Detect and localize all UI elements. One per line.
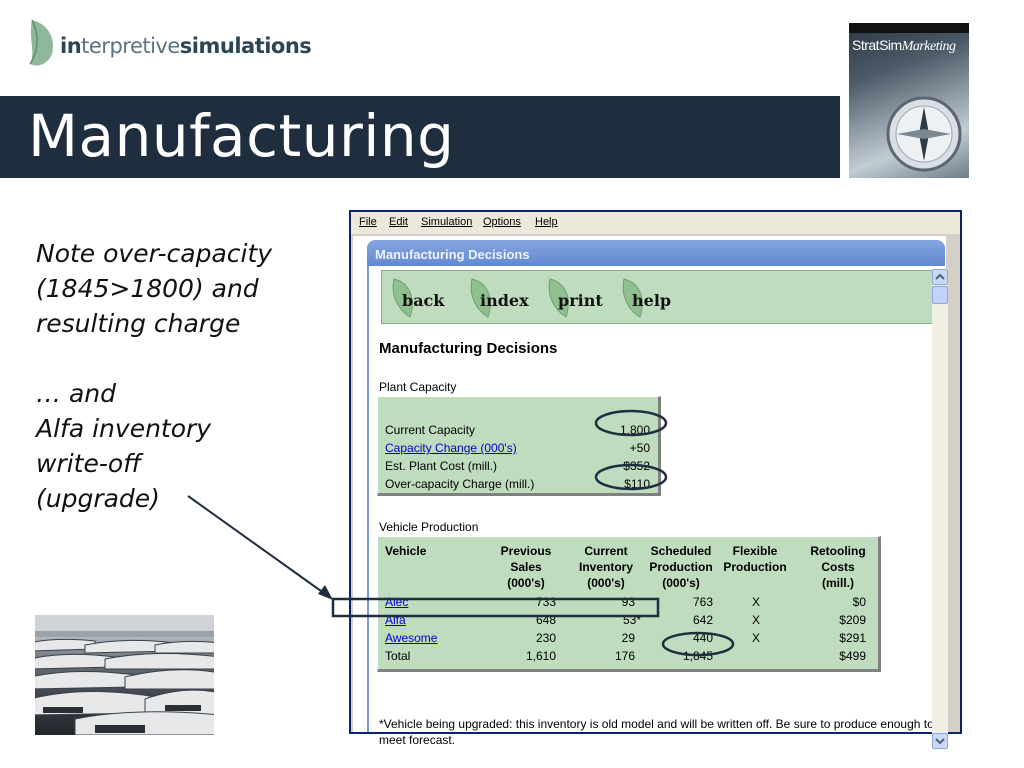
logo-text: interpretivesimulations xyxy=(60,34,312,58)
vertical-scrollbar[interactable] xyxy=(932,269,948,749)
menu-bar: File Edit Simulation Options Help xyxy=(351,212,960,234)
capacity-change-row: Capacity Change (000's) +50 xyxy=(385,441,650,455)
leaf-icon xyxy=(470,278,491,318)
logo-leaf-icon xyxy=(29,19,54,66)
menu-file[interactable]: File xyxy=(359,216,377,228)
annotation-text: Note over-capacity (1845>1800) and resul… xyxy=(36,239,273,513)
plant-capacity-box: Current Capacity 1,800 Capacity Change (… xyxy=(377,396,661,496)
table-row: Alfa 648 53* 642 X $209 xyxy=(385,613,866,627)
compass-icon xyxy=(886,96,962,172)
panel-header: Manufacturing Decisions xyxy=(367,240,945,270)
table-row: Alec 733 93 763 X $0 xyxy=(385,595,866,609)
current-capacity-value: 1,800 xyxy=(619,423,650,437)
plant-capacity-label: Plant Capacity xyxy=(379,380,457,394)
vehicle-link-awesome[interactable]: Awesome xyxy=(385,631,438,645)
app-window: File Edit Simulation Options Help Manufa… xyxy=(349,210,962,749)
scroll-thumb[interactable] xyxy=(932,286,948,304)
menu-edit[interactable]: Edit xyxy=(389,216,408,228)
chevron-up-icon xyxy=(935,273,945,280)
vehicle-link-alec[interactable]: Alec xyxy=(385,595,409,609)
table-row: Awesome 230 29 440 X $291 xyxy=(385,631,866,645)
book-title: StratSimMarketing xyxy=(852,37,956,54)
book-cover-image: StratSimMarketing xyxy=(849,23,969,178)
current-capacity-row: Current Capacity 1,800 xyxy=(385,423,650,437)
leaf-icon xyxy=(622,278,643,318)
company-logo: interpretivesimulations xyxy=(26,18,312,70)
cars-illustration xyxy=(35,615,214,735)
over-capacity-value: $110 xyxy=(624,477,650,491)
arrowhead-icon xyxy=(318,585,333,600)
leaf-icon xyxy=(548,278,569,318)
content-area: Manufacturing Decisions back index print xyxy=(353,236,948,749)
total-scheduled-production: 1,845 xyxy=(682,649,713,663)
panel-body: back index print help Manufacturing Deci… xyxy=(367,266,945,747)
help-button[interactable]: help xyxy=(618,277,698,319)
leaf-icon xyxy=(392,278,413,318)
menu-options[interactable]: Options xyxy=(483,216,521,228)
title-band: Manufacturing xyxy=(0,96,840,178)
capacity-change-link[interactable]: Capacity Change (000's) xyxy=(385,441,517,455)
chevron-down-icon xyxy=(935,738,945,745)
menu-simulation[interactable]: Simulation xyxy=(421,216,473,228)
plant-cost-row: Est. Plant Cost (mill.) $352 xyxy=(385,459,650,473)
scroll-up-button[interactable] xyxy=(932,269,948,285)
parking-lot-photo xyxy=(35,615,214,735)
table-row-total: Total 1,610 176 1,845 $499 xyxy=(385,649,866,663)
back-button[interactable]: back xyxy=(388,277,468,319)
index-button[interactable]: index xyxy=(466,277,546,319)
page-title: Manufacturing xyxy=(28,102,455,170)
section-heading: Manufacturing Decisions xyxy=(379,340,558,357)
menu-help[interactable]: Help xyxy=(535,216,558,228)
print-button[interactable]: print xyxy=(544,277,624,319)
footnote: *Vehicle being upgraded: this inventory … xyxy=(379,717,934,747)
vehicle-link-alfa[interactable]: Alfa xyxy=(385,613,406,627)
nav-toolbar: back index print help xyxy=(381,270,939,324)
over-capacity-row: Over-capacity Charge (mill.) $110 xyxy=(385,477,650,491)
scroll-down-button[interactable] xyxy=(932,733,948,749)
vehicle-production-label: Vehicle Production xyxy=(379,520,479,534)
